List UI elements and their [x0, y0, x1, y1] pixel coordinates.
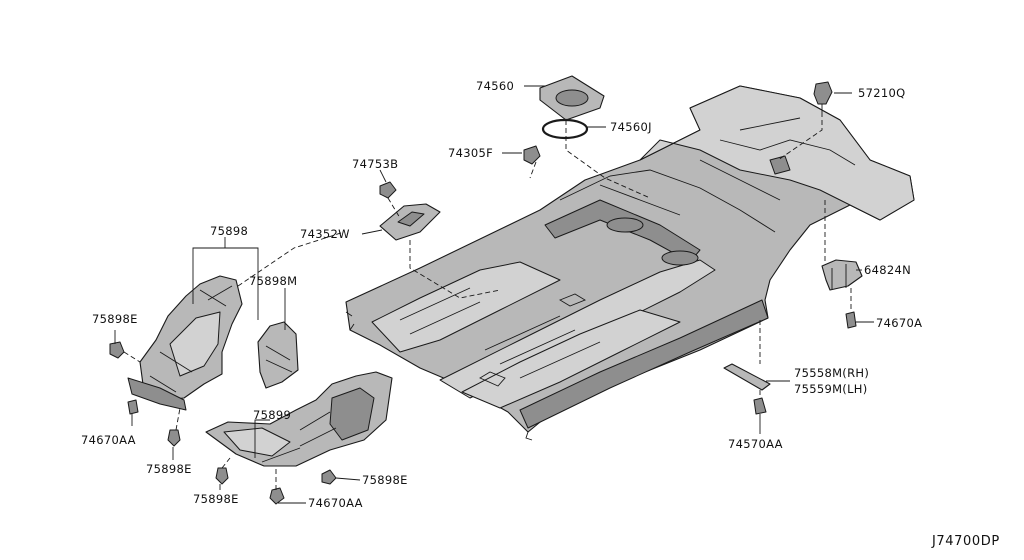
label-75898E-left: 75898E	[92, 312, 138, 326]
label-74670AA-left: 74670AA	[81, 433, 136, 447]
part-75898E-clip-left	[109, 341, 125, 359]
part-74560-plate	[539, 75, 605, 121]
install-dashed-lines	[123, 112, 852, 490]
label-75899: 75899	[253, 408, 291, 422]
label-75898E-bottom1: 75898E	[146, 462, 192, 476]
label-75898M: 75898M	[249, 274, 297, 288]
part-75898E-clip-bottom2	[215, 467, 229, 485]
part-75898-cover	[127, 275, 243, 411]
label-74352W: 74352W	[300, 227, 350, 241]
part-75898E-clip-bottom1	[167, 429, 181, 447]
label-74570AA: 74570AA	[728, 437, 783, 451]
label-75558M: 75558M(RH)	[794, 366, 869, 380]
part-74305F-clip	[523, 145, 541, 165]
part-64824N-bracket	[821, 259, 863, 291]
part-75898M-cover	[257, 321, 299, 389]
label-74560J: 74560J	[610, 120, 652, 134]
part-75558M-strip	[723, 363, 771, 391]
callout-labels: 74560 74560J 74305F 57210Q 74753B 74352W…	[81, 79, 1000, 549]
floor-panel	[345, 85, 915, 441]
label-75559M: 75559M(LH)	[794, 382, 868, 396]
label-74670AA-bottom: 74670AA	[308, 496, 363, 510]
part-74570AA-bolt	[753, 397, 767, 415]
label-74305F: 74305F	[448, 146, 493, 160]
label-75898: 75898	[210, 224, 248, 238]
part-74753B-nut	[379, 181, 397, 199]
diagram-code: J74700DP	[931, 534, 1000, 549]
label-75898E-bottom2: 75898E	[193, 492, 239, 506]
part-75899-cover	[205, 371, 393, 467]
label-64824N: 64824N	[864, 263, 911, 277]
label-57210Q: 57210Q	[858, 86, 905, 100]
label-74670A: 74670A	[876, 316, 922, 330]
leader-lines	[114, 85, 874, 504]
part-74352W-bracket	[379, 203, 441, 241]
part-74670AA-bolt-left	[127, 399, 139, 415]
part-57210Q-bolt	[813, 81, 833, 112]
part-75898E-clip-right	[321, 469, 337, 485]
part-74670AA-bolt-bottom	[269, 487, 285, 505]
label-74753B: 74753B	[352, 157, 398, 171]
label-75898E-right: 75898E	[362, 473, 408, 487]
part-74560J-seal	[541, 118, 589, 140]
label-74560: 74560	[476, 79, 514, 93]
part-74670A-bolt	[845, 311, 857, 329]
